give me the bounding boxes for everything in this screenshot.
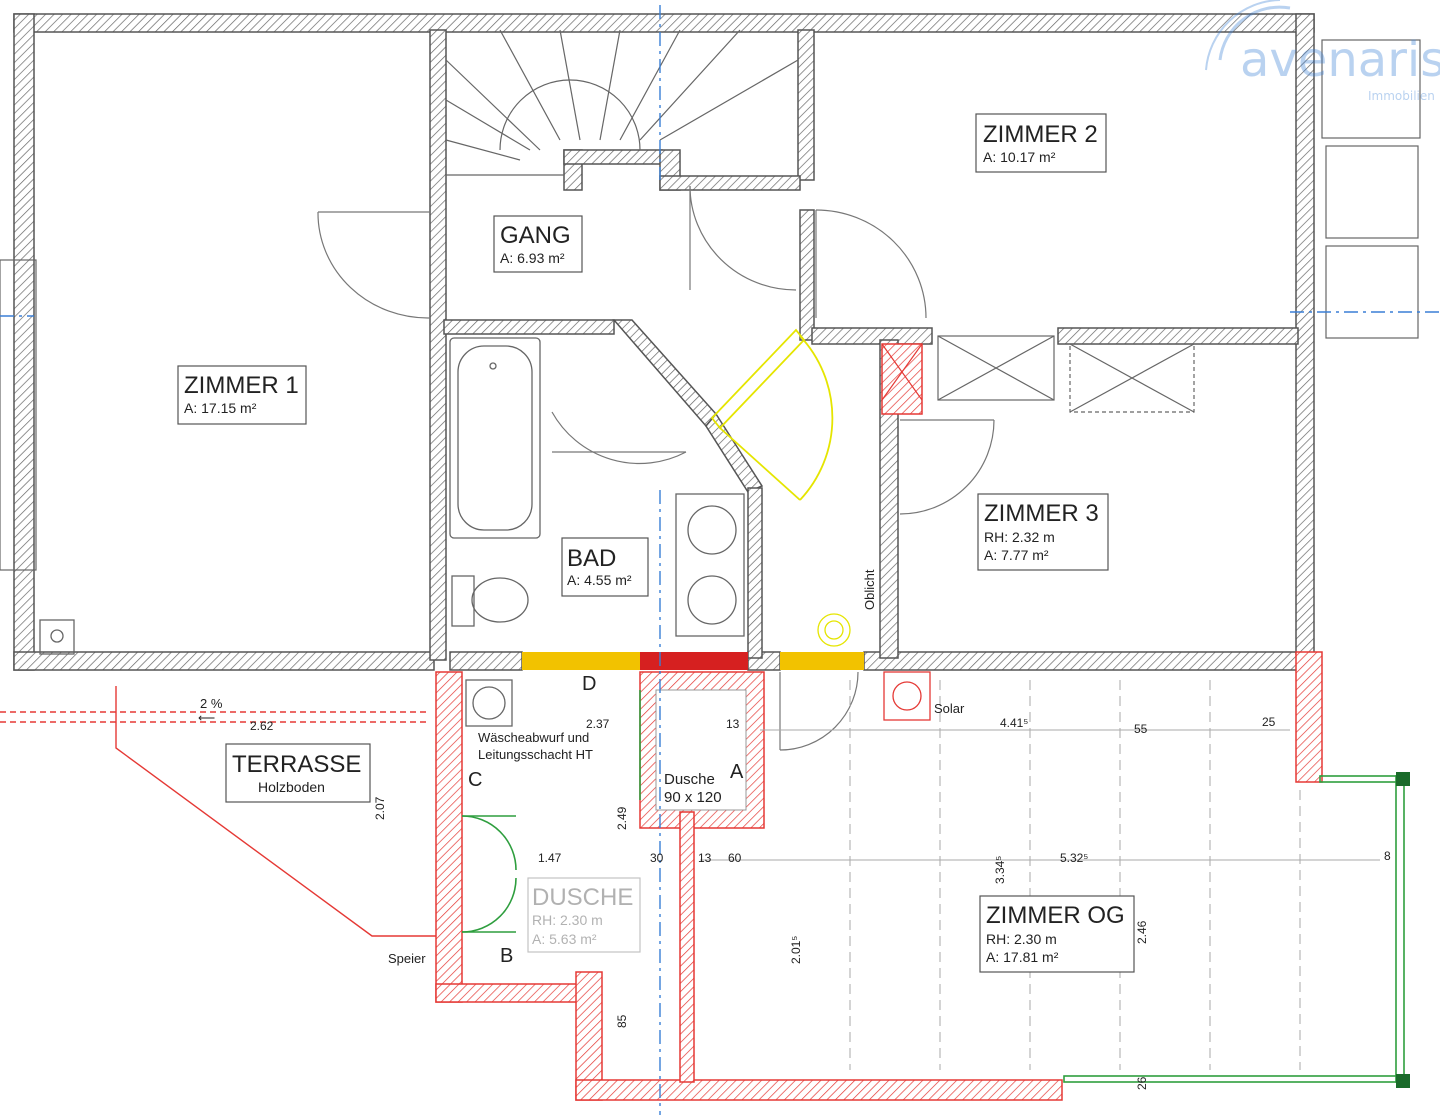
dim-label: 2.49 xyxy=(615,806,629,830)
windows-right xyxy=(0,39,1421,571)
room-label-zimmer3: ZIMMER 3 RH: 2.32 m A: 7.77 m² xyxy=(977,493,1109,571)
zimmer3-height: RH: 2.32 m xyxy=(984,529,1055,545)
slope-arrow: ⟵ xyxy=(198,711,215,725)
gang-name: GANG xyxy=(500,222,571,249)
logo-tagline: Immobilien xyxy=(1368,89,1435,103)
zimmer-og-name: ZIMMER OG xyxy=(986,902,1125,929)
dim-label: 55 xyxy=(1134,722,1148,736)
dim-label: 3.34⁵ xyxy=(993,856,1007,884)
point-b: B xyxy=(500,945,513,967)
terrace-outline xyxy=(0,686,436,937)
dim-label: 8 xyxy=(1384,849,1391,863)
dusche-name: DUSCHE xyxy=(532,884,633,911)
bad-name: BAD xyxy=(567,545,616,572)
zimmer2-area: A: 10.17 m² xyxy=(983,149,1056,165)
dim-label: 2.37 xyxy=(586,717,610,731)
point-d: D xyxy=(582,673,596,695)
bad-area: A: 4.55 m² xyxy=(567,572,632,588)
bathroom-fixtures xyxy=(39,337,931,727)
point-c: C xyxy=(468,769,482,791)
room-label-gang: GANG A: 6.93 m² xyxy=(493,215,583,273)
waesche-label-1: Wäscheabwurf und xyxy=(478,730,589,745)
dim-label: 60 xyxy=(728,851,742,865)
waesche-label-2: Leitungsschacht HT xyxy=(478,747,593,762)
new-door-yellow xyxy=(710,328,834,501)
oblicht-label: Oblicht xyxy=(862,569,877,610)
zimmer1-name: ZIMMER 1 xyxy=(184,372,299,399)
doors xyxy=(317,185,995,751)
staircase xyxy=(445,29,799,176)
zimmer3-area: A: 7.77 m² xyxy=(984,547,1049,563)
room-label-dusche: DUSCHE RH: 2.30 m A: 5.63 m² xyxy=(527,877,641,953)
dusche-small-label: Dusche xyxy=(664,771,715,788)
terrasse-name: TERRASSE xyxy=(232,751,361,778)
avenaris-logo: avenaris Immobilien xyxy=(1205,0,1440,103)
dim-label: 30 xyxy=(650,851,664,865)
new-walls xyxy=(435,343,1323,1101)
dimension-labels: 2.62 2.37 13 4.41⁵ 55 25 2.07 2.49 1.47 … xyxy=(250,715,1391,1090)
marker-yellow-d xyxy=(522,652,640,670)
dim-label: 26 xyxy=(1135,1076,1149,1090)
room-label-terrasse: TERRASSE Holzboden xyxy=(225,743,371,803)
dim-label: 2.07 xyxy=(373,796,387,820)
corner-post-top xyxy=(1396,772,1410,786)
oblicht-box xyxy=(881,343,923,401)
terrasse-floor: Holzboden xyxy=(258,779,325,795)
dim-label: 13 xyxy=(726,717,740,731)
logo-brand: avenaris xyxy=(1240,32,1440,88)
dim-label: 2.01⁵ xyxy=(789,936,803,964)
dim-label: 1.47 xyxy=(538,851,562,865)
dim-label: 4.41⁵ xyxy=(1000,716,1028,730)
dim-label: 25 xyxy=(1262,715,1276,729)
room-label-zimmer2: ZIMMER 2 A: 10.17 m² xyxy=(975,113,1107,173)
dim-label: 5.32⁵ xyxy=(1060,851,1088,865)
solar-label: Solar xyxy=(934,701,965,716)
zimmer2-name: ZIMMER 2 xyxy=(983,121,1098,148)
existing-walls xyxy=(13,13,1315,671)
dusche-size-label: 90 x 120 xyxy=(664,789,722,806)
speier-label: Speier xyxy=(388,951,426,966)
slope-label: 2 % xyxy=(200,696,223,711)
dusche-area: A: 5.63 m² xyxy=(532,931,597,947)
dusche-height: RH: 2.30 m xyxy=(532,912,603,928)
marker-yellow-right xyxy=(780,652,864,670)
zimmer1-area: A: 17.15 m² xyxy=(184,400,257,416)
zimmer-og-height: RH: 2.30 m xyxy=(986,931,1057,947)
room-label-zimmer1: ZIMMER 1 A: 17.15 m² xyxy=(177,365,307,425)
zimmer-og-area: A: 17.81 m² xyxy=(986,949,1059,965)
marker-red xyxy=(640,652,748,670)
shower-a-area xyxy=(655,689,747,811)
gang-area: A: 6.93 m² xyxy=(500,250,565,266)
room-label-bad: BAD A: 4.55 m² xyxy=(561,537,649,597)
dim-label: 85 xyxy=(615,1014,629,1028)
dim-label: 13 xyxy=(698,851,712,865)
zimmer3-name: ZIMMER 3 xyxy=(984,500,1099,527)
dim-label: 2.62 xyxy=(250,719,274,733)
point-a: A xyxy=(730,761,744,783)
axis-lines xyxy=(0,5,1440,1115)
corner-post-bottom xyxy=(1396,1074,1410,1088)
dim-label: 2.46 xyxy=(1135,920,1149,944)
og-structure xyxy=(700,680,1380,1070)
room-label-zimmer-og: ZIMMER OG RH: 2.30 m A: 17.81 m² xyxy=(979,895,1135,973)
